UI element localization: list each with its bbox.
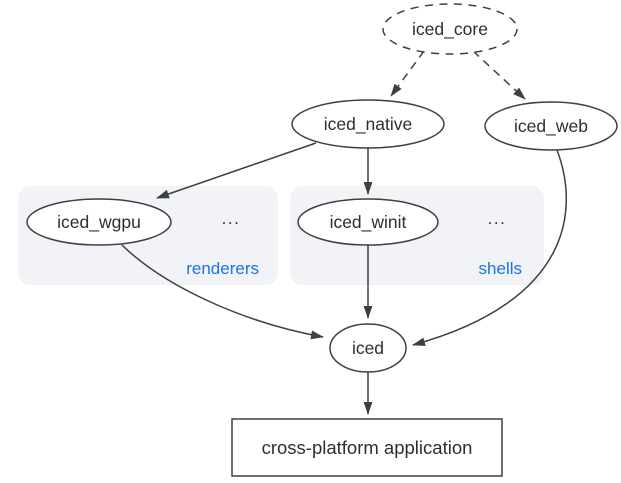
edge-native-to-wgpu — [156, 142, 317, 199]
node-iced-wgpu-label: iced_wgpu — [57, 212, 141, 233]
node-application-shape — [231, 418, 503, 477]
edge-core-to-web — [472, 50, 526, 100]
node-iced-label: iced — [352, 338, 384, 358]
node-application: cross-platform application — [231, 418, 503, 477]
node-iced-core-label: iced_core — [412, 19, 488, 40]
node-iced-core-shape — [382, 3, 518, 55]
node-iced-winit-label: iced_winit — [330, 212, 407, 233]
edge-web-to-iced — [412, 149, 567, 347]
node-iced-native: iced_native — [291, 99, 445, 149]
node-iced-native-label: iced_native — [324, 114, 413, 135]
node-iced-shape — [329, 323, 407, 373]
node-application-label: cross-platform application — [262, 437, 473, 458]
group-label-shells: shells — [479, 259, 522, 278]
edge-wgpu-to-iced — [121, 244, 324, 340]
node-iced: iced — [329, 323, 407, 373]
node-iced-core: iced_core — [382, 3, 518, 55]
node-iced-web-label: iced_web — [514, 116, 588, 137]
node-iced-wgpu-shape — [26, 198, 172, 246]
node-iced-winit-shape — [297, 198, 439, 246]
node-iced-native-shape — [291, 99, 445, 149]
node-iced-web: iced_web — [484, 101, 618, 151]
node-iced-web-shape — [484, 101, 618, 151]
group-label-renderers: renderers — [186, 259, 259, 278]
shells-ellipsis: ... — [488, 209, 507, 228]
renderers-ellipsis: ... — [222, 209, 241, 228]
node-iced-winit: iced_winit — [297, 198, 439, 246]
node-iced-wgpu: iced_wgpu — [26, 198, 172, 246]
edge-core-to-native — [390, 50, 425, 97]
